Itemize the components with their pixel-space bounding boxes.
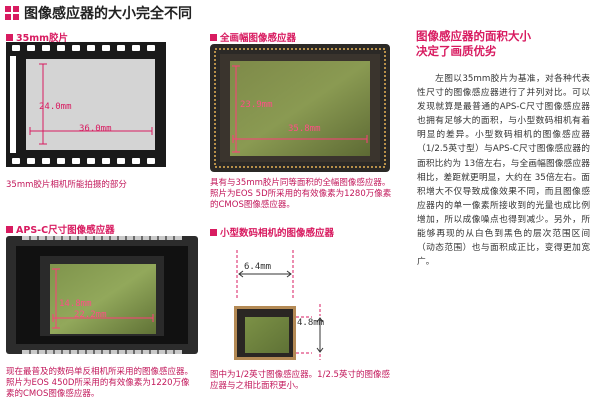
compact-width-label: 6.4mm <box>244 262 272 272</box>
title-square-icon <box>5 6 19 20</box>
fullframe-height-label: 23.9mm <box>240 100 273 110</box>
square-bullet-icon <box>6 34 13 41</box>
compact-caption: 图中为1/2英寸图像感应器。1/2.5英寸的图像感应器与之相比面积更小。 <box>210 370 390 391</box>
film-sprocket-holes <box>12 45 155 164</box>
fullframe-sensor-photo <box>210 44 390 172</box>
apsc-sensor-area <box>50 264 156 334</box>
fullframe-caption: 具有与35mm胶片同等面积的全幅图像感应器。照片为EOS 5D所采用的有效像素为… <box>210 178 392 210</box>
right-title-line2: 决定了画质优劣 <box>416 44 497 58</box>
film-frame <box>26 59 155 150</box>
film-caption: 35mm胶片相机所能拍摄的部分 <box>6 180 127 190</box>
fullframe-heading: 全画幅图像感应器 <box>210 30 296 44</box>
compact-height-label: 4.8mm <box>297 318 325 328</box>
compact-sensor-diagram <box>234 250 324 360</box>
compact-heading: 小型数码相机的图像感应器 <box>210 225 334 239</box>
right-title: 图像感应器的面积大小 决定了画质优劣 <box>416 29 596 59</box>
square-bullet-icon <box>6 226 13 233</box>
square-bullet-icon <box>210 229 217 236</box>
right-title-line1: 图像感应器的面积大小 <box>416 29 531 43</box>
compact-sensor-area <box>245 317 289 353</box>
apsc-heading: APS-C尺寸图像感应器 <box>6 222 115 236</box>
square-bullet-icon <box>210 34 217 41</box>
apsc-height-label: 14.8mm <box>59 299 92 309</box>
apsc-width-label: 22.2mm <box>74 310 107 320</box>
film-strip-diagram <box>6 42 166 167</box>
apsc-sensor-photo <box>6 236 198 354</box>
fullframe-sensor-area <box>230 61 370 156</box>
film-width-label: 36.0mm <box>79 124 112 134</box>
right-body-text: 左图以35mm胶片为基准，对各种代表性尺寸的图像感应器进行了并列对比。可以发现就… <box>417 74 590 268</box>
film-heading: 35mm胶片 <box>6 30 68 44</box>
apsc-caption: 现在最普及的数码单反相机所采用的图像感应器。照片为EOS 450D所采用的有效像… <box>6 367 194 399</box>
film-height-label: 24.0mm <box>39 102 72 112</box>
fullframe-width-label: 35.8mm <box>288 124 321 134</box>
page-title: 图像感应器的大小完全不同 <box>24 6 192 22</box>
